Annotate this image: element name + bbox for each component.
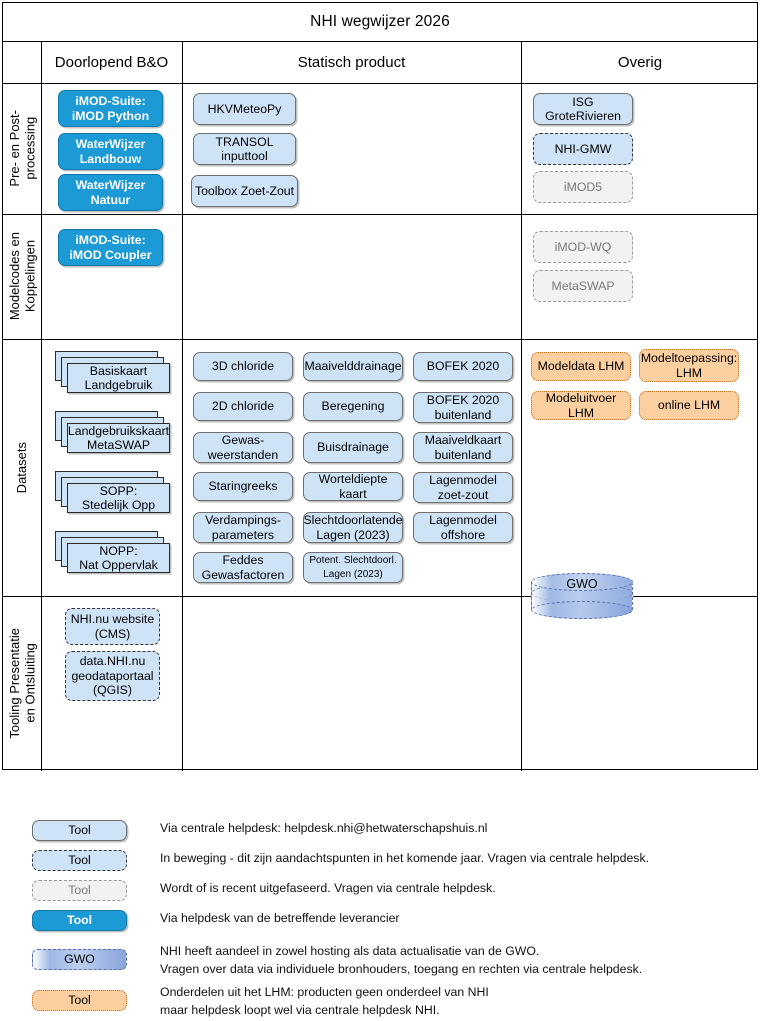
node-imod-suite-imod-python[interactable]: iMOD-Suite: iMOD Python xyxy=(58,90,163,127)
row-label-datasets: Datasets xyxy=(14,441,30,494)
node-landgebruikskaart-metaswap[interactable]: Landgebruikskaart MetaSWAP xyxy=(55,411,170,453)
legend-text-gwo: NHI heeft aandeel in zowel hosting als d… xyxy=(160,944,643,976)
node-online-lhm[interactable]: online LHM xyxy=(639,391,739,420)
node-feddes-gewasfactoren[interactable]: Feddes Gewasfactoren xyxy=(193,552,293,583)
node-nhi-nu-website-cms[interactable]: NHI.nu website (CMS) xyxy=(65,608,160,645)
node-hkvmeteopy[interactable]: HKVMeteoPy xyxy=(193,93,296,125)
node-bofek-2020-buitenland[interactable]: BOFEK 2020 buitenland xyxy=(413,392,513,423)
grid-hline-row2 xyxy=(3,339,757,340)
node-3d-chloride[interactable]: 3D chloride xyxy=(193,352,293,381)
node-2d-chloride[interactable]: 2D chloride xyxy=(193,392,293,421)
legend-swatch-gwo: GWO xyxy=(32,949,127,970)
page-title: NHI wegwijzer 2026 xyxy=(310,13,450,30)
legend-key-dashed: Tool xyxy=(32,850,127,871)
row-label-pre-post-processing: Pre- en Post- processing xyxy=(6,110,37,187)
legend-text-in-beweging: In beweging - dit zijn aandachtspunten i… xyxy=(160,851,650,865)
node-maaivelddrainage[interactable]: Maaivelddrainage xyxy=(303,352,403,381)
legend-key-blue: Tool xyxy=(32,910,127,931)
node-nopp-nat-oppervlak[interactable]: NOPP: Nat Oppervlak xyxy=(55,531,170,573)
node-maaiveldkaart-buitenland[interactable]: Maaiveldkaart buitenland xyxy=(413,432,513,463)
legend-text-lhm: Onderdelen uit het LHM: producten geen o… xyxy=(160,985,489,1017)
node-imod-wq[interactable]: iMOD-WQ xyxy=(533,231,633,263)
node-label: Basiskaart Landgebruik xyxy=(67,363,170,393)
node-potent-slechtdoorl-lagen-2023[interactable]: Potent. Slechtdoorl. Lagen (2023) xyxy=(303,552,403,583)
node-label: SOPP: Stedelijk Opp xyxy=(67,483,170,513)
cylinder-top xyxy=(531,573,633,591)
node-nhi-gmw[interactable]: NHI-GMW xyxy=(533,133,633,165)
row-label-tooling-presentatie: Tooling Presentatie en Ontsluiting xyxy=(6,628,37,739)
node-sopp-stedelijk-opp[interactable]: SOPP: Stedelijk Opp xyxy=(55,471,170,513)
node-label: NOPP: Nat Oppervlak xyxy=(67,543,170,573)
legend-key-cylinder: GWO xyxy=(32,949,127,970)
node-lagenmodel-zoet-zout[interactable]: Lagenmodel zoet-zout xyxy=(413,472,513,503)
node-gewasweerstanden[interactable]: Gewas- weerstanden xyxy=(193,432,293,463)
node-waterwijzer-landbouw[interactable]: WaterWijzer Landbouw xyxy=(58,133,163,170)
node-slechtdoorlatende-lagen-2023[interactable]: Slechtdoorlatende Lagen (2023) xyxy=(303,512,403,543)
column-header-doorlopend: Doorlopend B&O xyxy=(54,53,169,71)
legend-swatch-orange: Tool xyxy=(32,990,127,1011)
node-label: Landgebruikskaart MetaSWAP xyxy=(67,423,170,453)
grid-hline-row3 xyxy=(3,596,757,597)
node-beregening[interactable]: Beregening xyxy=(303,392,403,421)
nhi-wegwijzer-matrix: NHI wegwijzer 2026 Doorlopend B&O Statis… xyxy=(2,2,758,771)
grid-hline-row1 xyxy=(3,214,757,215)
legend-swatch-grey: Tool xyxy=(32,880,127,901)
node-bofek-2020[interactable]: BOFEK 2020 xyxy=(413,352,513,381)
node-toolbox-zoet-zout[interactable]: Toolbox Zoet-Zout xyxy=(191,175,298,207)
legend-key-light: Tool xyxy=(32,820,127,841)
grid-vline-rowlabel xyxy=(41,41,42,771)
node-modeltoepassing-lhm[interactable]: Modeltoepassing: LHM xyxy=(639,349,739,382)
node-buisdrainage[interactable]: Buisdrainage xyxy=(303,432,403,463)
legend-key-grey: Tool xyxy=(32,880,127,901)
legend-key-orange: Tool xyxy=(32,990,127,1011)
node-metaswap[interactable]: MetaSWAP xyxy=(533,270,633,302)
node-gwo-database[interactable]: GWO xyxy=(531,573,633,619)
node-waterwijzer-natuur[interactable]: WaterWijzer Natuur xyxy=(58,174,163,211)
legend-text-centrale-helpdesk: Via centrale helpdesk: helpdesk.nhi@hetw… xyxy=(160,821,488,835)
legend-swatch-light: Tool xyxy=(32,820,127,841)
node-isg-groterivieren[interactable]: ISG GroteRivieren xyxy=(533,93,633,125)
node-imod-suite-imod-coupler[interactable]: iMOD-Suite: iMOD Coupler xyxy=(58,229,163,266)
node-basiskaart-landgebruik[interactable]: Basiskaart Landgebruik xyxy=(55,351,170,393)
row-label-modelcodes-koppelingen: Modelcodes en Koppelingen xyxy=(6,232,37,321)
legend-text-leverancier: Via helpdesk van de betreffende leveranc… xyxy=(160,911,400,925)
node-modeluitvoer-lhm[interactable]: Modeluitvoer LHM xyxy=(531,391,631,420)
grid-hline-header xyxy=(3,83,757,84)
cylinder-bottom xyxy=(531,601,633,619)
grid-vline-col2 xyxy=(521,41,522,771)
column-header-overig: Overig xyxy=(617,53,663,71)
grid-hline-title xyxy=(3,41,757,42)
column-header-statisch: Statisch product xyxy=(297,53,406,71)
node-label: GWO xyxy=(566,577,598,591)
grid-vline-col1 xyxy=(182,41,183,771)
node-transol-inputtool[interactable]: TRANSOL inputtool xyxy=(193,133,296,165)
node-modeldata-lhm[interactable]: Modeldata LHM xyxy=(531,352,631,381)
node-lagenmodel-offshore[interactable]: Lagenmodel offshore xyxy=(413,512,513,543)
legend-text-uitgefaseerd: Wordt of is recent uitgefaseerd. Vragen … xyxy=(160,881,496,895)
node-worteldiepte-kaart[interactable]: Worteldiepte kaart xyxy=(303,472,403,501)
node-data-nhi-nu-geodataportaal[interactable]: data.NHI.nu geodataportaal (QGIS) xyxy=(65,651,160,701)
node-imod5[interactable]: iMOD5 xyxy=(533,171,633,203)
legend-swatch-dashed: Tool xyxy=(32,850,127,871)
legend-swatch-blue: Tool xyxy=(32,910,127,931)
node-verdampingsparameters[interactable]: Verdampings- parameters xyxy=(193,512,293,543)
node-staringreeks[interactable]: Staringreeks xyxy=(193,472,293,501)
